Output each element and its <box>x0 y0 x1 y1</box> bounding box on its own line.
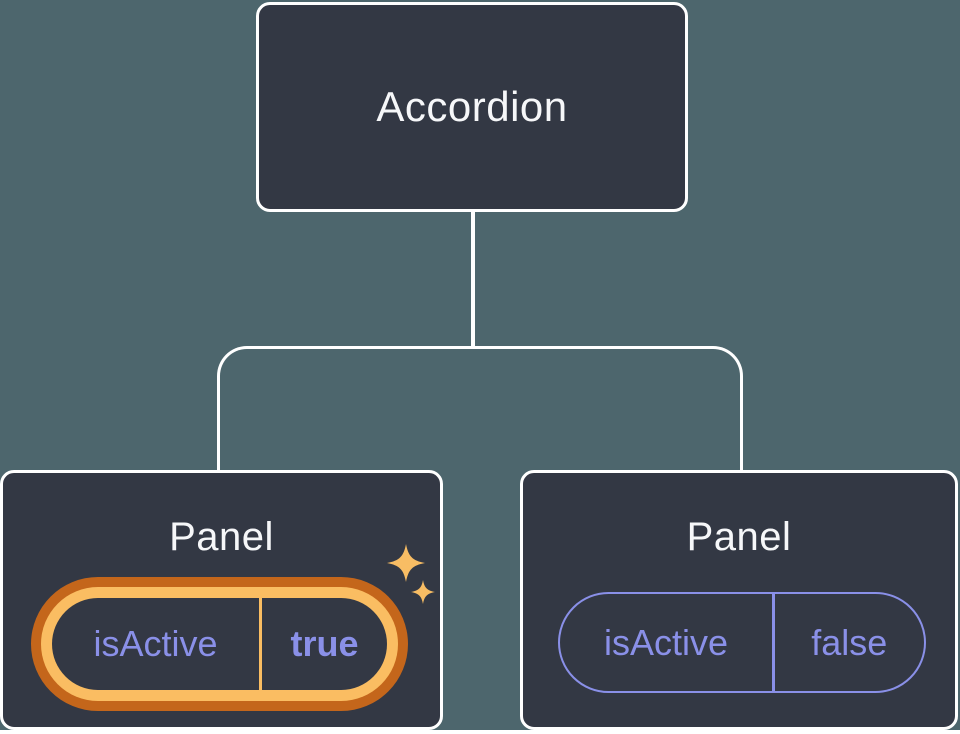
pill-divider <box>259 598 262 690</box>
state-pill-active: isActive true <box>52 598 387 690</box>
accordion-node: Accordion <box>256 2 688 212</box>
connector-branch <box>217 346 743 472</box>
page-bottom-edge <box>0 730 960 734</box>
accordion-node-label: Accordion <box>376 83 568 130</box>
state-pill-inactive: isActive false <box>558 592 926 693</box>
connector-stem <box>471 210 475 349</box>
sparkles-icon <box>387 544 435 604</box>
state-name-cell: isActive <box>52 598 259 690</box>
state-value-cell: false <box>775 594 925 691</box>
state-value-cell: true <box>262 598 387 690</box>
panel-node-active: Panel isActive true <box>0 470 443 730</box>
state-value-label: true <box>290 623 359 664</box>
state-name-label: isActive <box>603 621 729 663</box>
pill-divider <box>772 594 775 691</box>
state-name-cell: isActive <box>560 594 772 691</box>
panel-title: Panel <box>686 515 792 559</box>
state-value-label: false <box>811 621 888 663</box>
state-name-label: isActive <box>93 623 218 664</box>
state-pill-highlight-ring: isActive true <box>31 577 408 711</box>
panel-title: Panel <box>169 515 274 559</box>
panel-node-inactive: Panel isActive false <box>520 470 958 730</box>
state-pill-highlight-ring-inner: isActive true <box>41 587 398 701</box>
